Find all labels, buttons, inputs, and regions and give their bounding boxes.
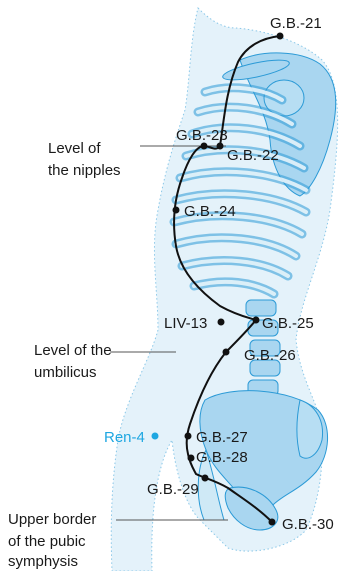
label-gb23: G.B.-23	[176, 127, 228, 144]
point-gb28	[188, 455, 195, 462]
point-gb30	[269, 519, 276, 526]
label-gb28: G.B.-28	[196, 449, 248, 466]
landmark-pubic-line3: symphysis	[8, 553, 78, 570]
label-gb22: G.B.-22	[227, 147, 279, 164]
label-gb24: G.B.-24	[184, 203, 236, 220]
landmark-nipples-line2: the nipples	[48, 162, 121, 179]
point-ren4	[152, 433, 159, 440]
landmark-umbilicus-line2: umbilicus	[34, 364, 97, 381]
point-gb21	[277, 33, 284, 40]
sacrum	[297, 400, 323, 458]
point-gb29	[202, 475, 209, 482]
landmark-pubic-line1: Upper border	[8, 511, 96, 528]
point-gb27	[185, 433, 192, 440]
point-liv13	[218, 319, 225, 326]
point-gb26	[223, 349, 230, 356]
landmark-umbilicus-line1: Level of the	[34, 342, 112, 359]
label-liv13: LIV-13	[164, 315, 207, 332]
label-gb30: G.B.-30	[282, 516, 334, 533]
label-gb21: G.B.-21	[270, 15, 322, 32]
label-gb29: G.B.-29	[147, 481, 199, 498]
landmark-pubic-line2: of the pubic	[8, 533, 86, 550]
point-gb25	[253, 317, 260, 324]
label-gb25: G.B.-25	[262, 315, 314, 332]
landmark-nipples-line1: Level of	[48, 140, 101, 157]
point-gb24	[173, 207, 180, 214]
label-ren4: Ren-4	[104, 429, 145, 446]
label-gb26: G.B.-26	[244, 347, 296, 364]
label-gb27: G.B.-27	[196, 429, 248, 446]
